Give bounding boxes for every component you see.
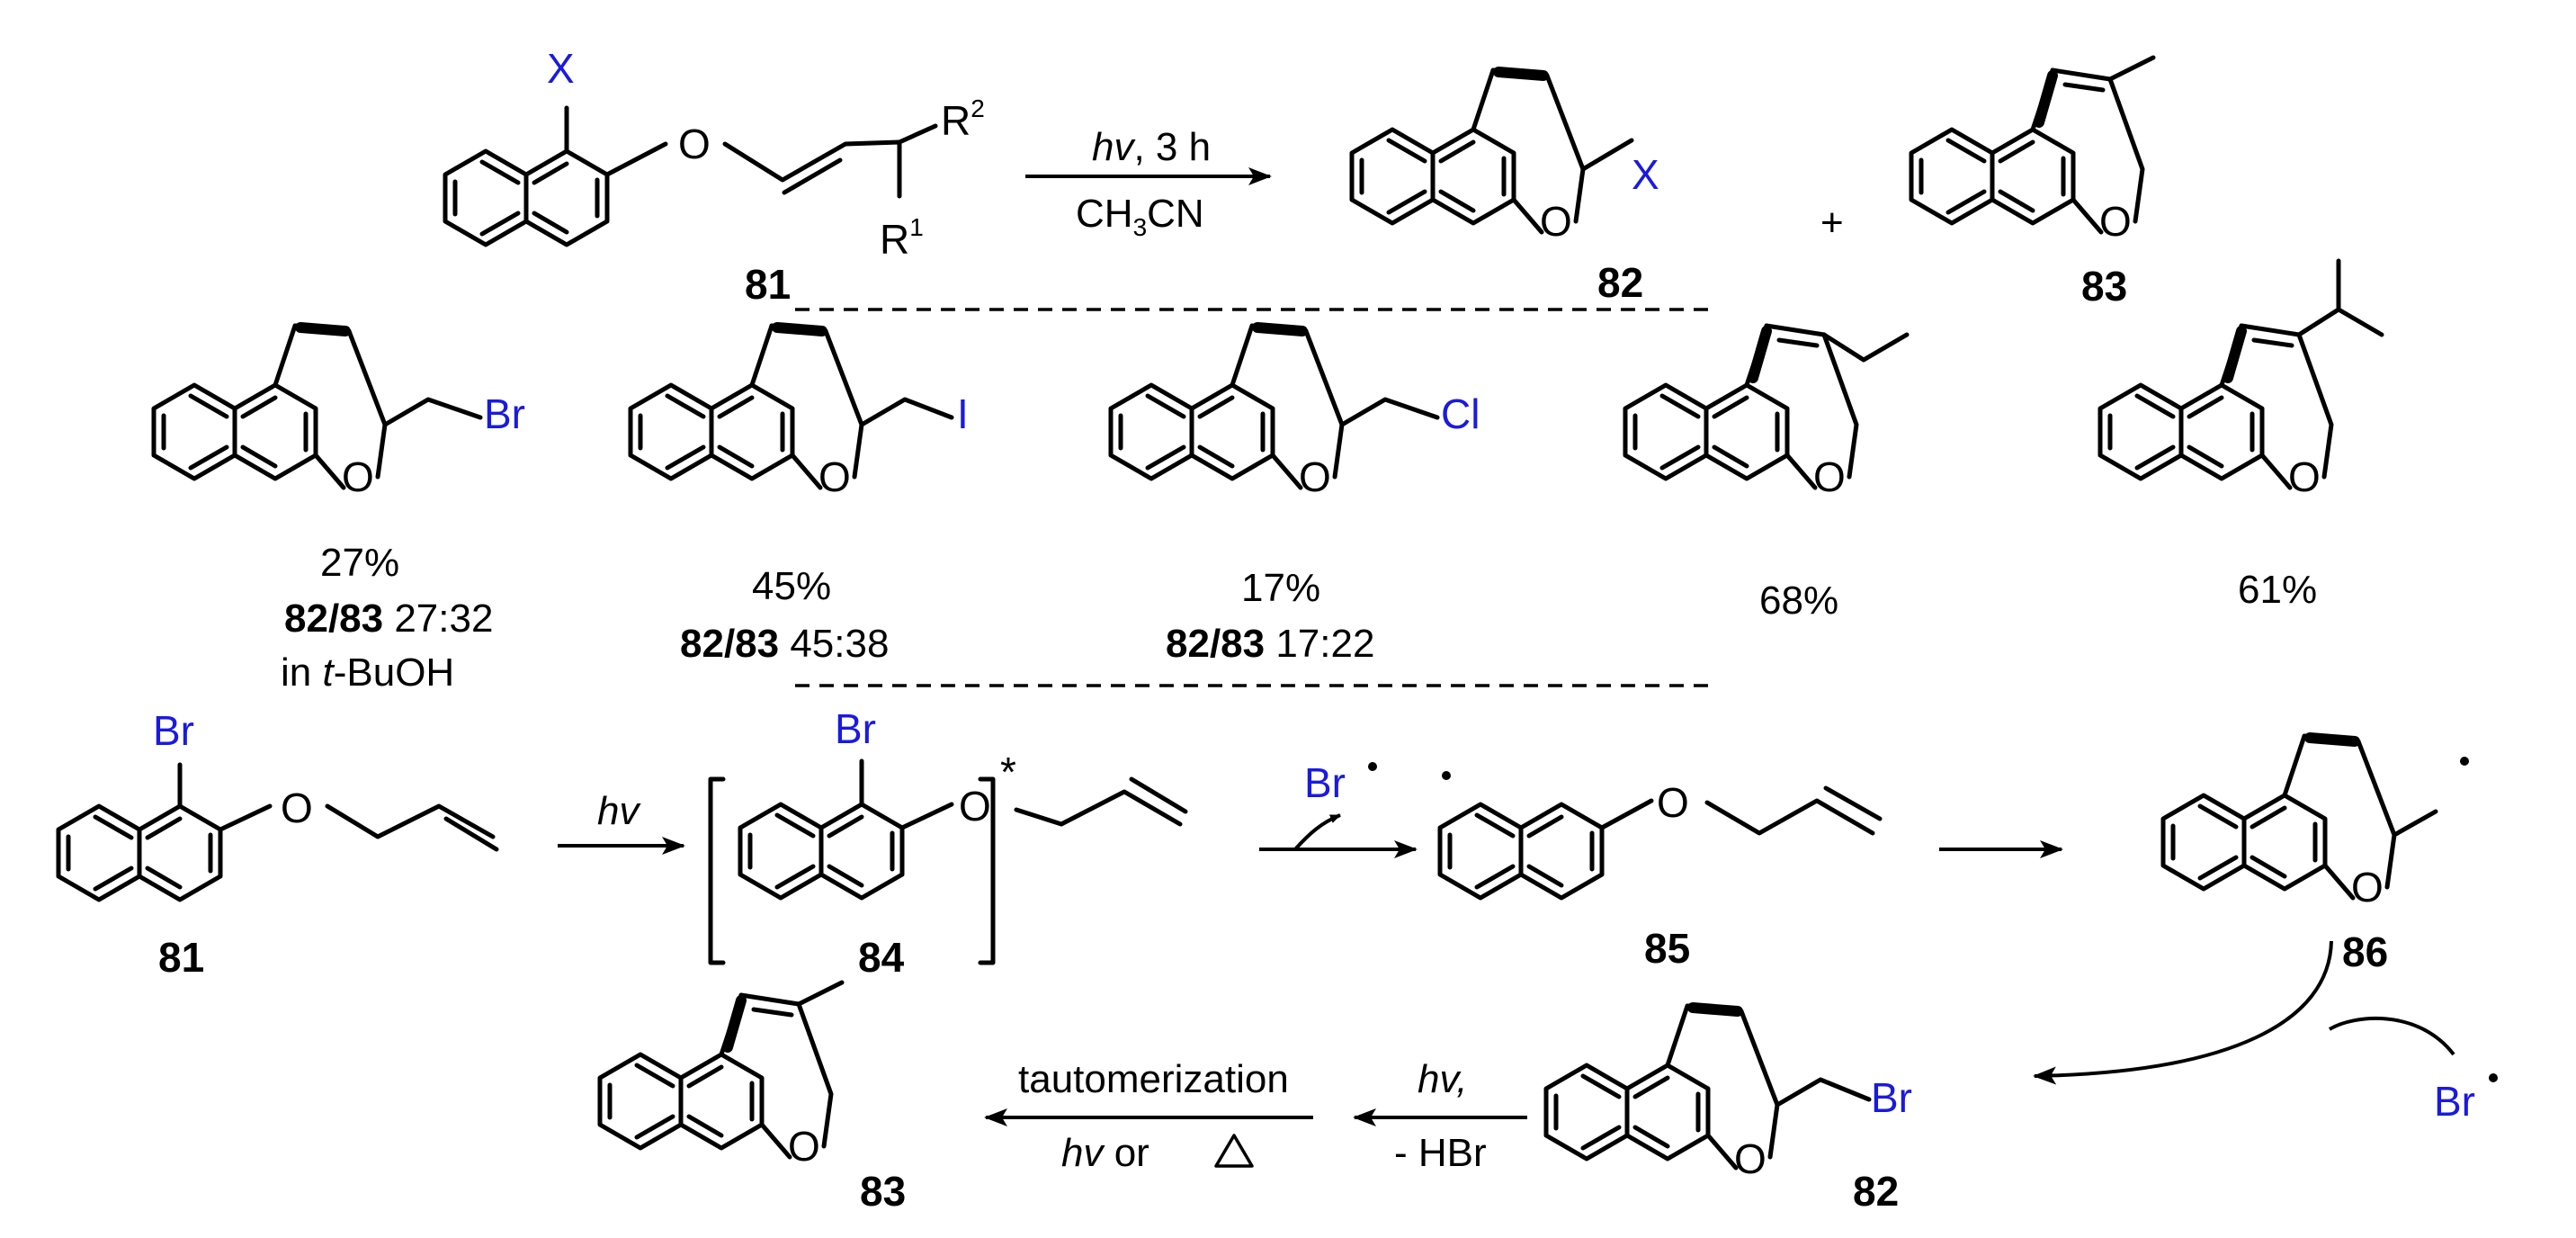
example-iodide: O I 45% 82/83 45:38 <box>631 326 969 666</box>
compound-label-83: 83 <box>860 1168 906 1215</box>
mech-aryl-radical-85: O 85 <box>1440 771 1883 972</box>
reaction-arrow-top: hv, 3 h CH3CN <box>1025 125 1272 241</box>
mech-arrow-tautomerization: tautomerization hv or <box>984 1057 1313 1175</box>
bromine-radical: Br <box>1304 759 1346 806</box>
compound-label-84: 84 <box>858 934 905 981</box>
heat-triangle-icon <box>1214 1134 1254 1168</box>
example-ethyl-furan: O 68% <box>1625 326 1910 623</box>
compound-label-81: 81 <box>745 261 791 308</box>
mech-excited-84: Br O * 84 <box>708 705 1188 981</box>
substituent-br: Br <box>835 705 876 752</box>
mech-arrow-hbr: hv, - HBr <box>1353 1057 1527 1175</box>
mech-radical-trap: Br <box>2033 940 2498 1125</box>
product-83-top: O 83 <box>1911 55 2156 310</box>
yield: 27% <box>320 541 399 585</box>
tautomerization-label: tautomerization <box>1018 1057 1289 1101</box>
excited-state-star: * <box>1000 749 1016 795</box>
product-ratio: 82/83 27:32 <box>284 597 493 641</box>
yield: 68% <box>1759 579 1838 623</box>
compound-label-83: 83 <box>2081 263 2127 310</box>
substituent-br: Br <box>153 707 194 754</box>
mech-product-83: O 83 <box>600 980 906 1215</box>
mech-alkyl-radical-86: O 86 <box>2163 736 2469 975</box>
plus-sign: + <box>1820 201 1844 245</box>
ether-oxygen: O <box>678 121 711 167</box>
tautomerization-conditions: hv or <box>1061 1131 1149 1175</box>
hbr-loss: - HBr <box>1394 1131 1487 1175</box>
furan-oxygen: O <box>2288 453 2321 500</box>
r2-label: R2 <box>941 94 985 144</box>
ether-oxygen: O <box>1657 779 1689 826</box>
condition-solvent: CH3CN <box>1076 192 1204 241</box>
compound-label-81: 81 <box>158 934 204 981</box>
furan-oxygen: O <box>1540 198 1572 245</box>
yield: 17% <box>1241 566 1320 610</box>
furan-oxygen: O <box>2099 198 2132 245</box>
solvent-note: in t-BuOH <box>281 650 454 695</box>
starting-material-81: X O R2 R1 81 <box>445 45 985 308</box>
substituent-i: I <box>957 390 969 437</box>
mech-substrate-81: Br O 81 <box>58 707 499 981</box>
furan-oxygen: O <box>342 453 374 500</box>
product-ratio: 82/83 45:38 <box>680 622 889 666</box>
example-isopropyl-furan: O 61% <box>2100 258 2384 612</box>
compound-label-86: 86 <box>2342 928 2388 975</box>
furan-oxygen: O <box>1813 453 1846 500</box>
yield: 45% <box>752 564 831 608</box>
example-chloride: O Cl 17% 82/83 17:22 <box>1111 326 1480 666</box>
substituent-cl: Cl <box>1441 390 1480 437</box>
substituent-x: X <box>547 45 575 92</box>
substituent-br: Br <box>1871 1074 1912 1121</box>
furan-oxygen: O <box>1734 1135 1767 1182</box>
furan-oxygen: O <box>788 1123 820 1170</box>
bromine-radical: Br <box>2434 1078 2475 1125</box>
product-ratio: 82/83 17:22 <box>1166 622 1374 666</box>
product-82-top: O X 82 <box>1352 70 1659 306</box>
compound-label-82: 82 <box>1853 1168 1899 1215</box>
yield: 61% <box>2238 568 2317 612</box>
condition-light: hv, 3 h <box>1092 125 1211 169</box>
furan-oxygen: O <box>2351 864 2384 911</box>
substituent-br: Br <box>484 390 525 437</box>
furan-oxygen: O <box>818 453 851 500</box>
compound-label-82: 82 <box>1597 259 1643 306</box>
substituent-x: X <box>1632 151 1659 198</box>
r1-label: R1 <box>880 213 924 263</box>
compound-label-85: 85 <box>1644 925 1690 972</box>
mech-arrow-2: Br <box>1259 759 1418 858</box>
ether-oxygen: O <box>281 785 313 831</box>
condition-light: hv, <box>1418 1057 1467 1101</box>
furan-oxygen: O <box>1299 453 1331 500</box>
mech-product-82: O Br 82 <box>1546 1006 1912 1215</box>
mech-arrow-1: hv <box>558 789 685 855</box>
condition-light: hv <box>597 789 641 833</box>
ether-oxygen: O <box>959 783 991 830</box>
example-bromide: O Br 27% 82/83 27:32 in t-BuOH <box>154 326 525 695</box>
